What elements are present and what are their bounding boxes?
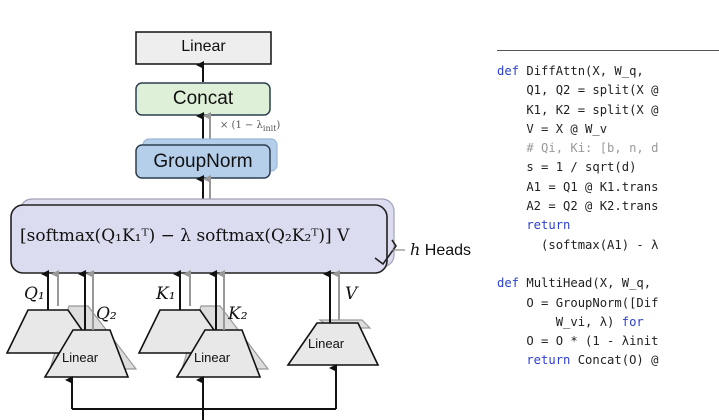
code-text: MultiHead(X, W_q, xyxy=(519,276,659,291)
pseudocode-block: def DiffAttn(X, W_q, Q1, Q2 = split(X @ … xyxy=(497,62,658,371)
code-text: O = GroupNorm([Dif xyxy=(497,295,659,310)
code-keyword: return xyxy=(497,353,571,368)
code-text: V = X @ W_v xyxy=(497,121,608,136)
code-text: (softmax(A1) - λ xyxy=(497,237,659,252)
code-text: K1, K2 = split(X @ xyxy=(497,102,659,117)
code-line: # Qi, Ki: [b, n, d xyxy=(497,139,658,158)
code-text: O = O * (1 - λinit xyxy=(497,334,659,349)
code-text: A2 = Q2 @ K2.trans xyxy=(497,199,659,214)
code-comment: # Qi, Ki: [b, n, d xyxy=(497,141,659,156)
code-line: def DiffAttn(X, W_q, xyxy=(497,62,658,81)
code-text: DiffAttn(X, W_q, xyxy=(519,64,652,78)
attention-formula: [softmax(Q₁K₁ᵀ) − λ softmax(Q₂K₂ᵀ)] V xyxy=(20,226,350,246)
code-line: K1, K2 = split(X @ xyxy=(497,101,658,120)
code-text: Q1, Q2 = split(X @ xyxy=(497,83,659,98)
code-line: s = 1 / sqrt(d) xyxy=(497,158,658,177)
code-line: V = X @ W_v xyxy=(497,120,658,139)
code-keyword: def xyxy=(497,276,520,291)
scale-annotation-sub: init xyxy=(262,124,277,133)
code-keyword: for xyxy=(621,314,644,329)
code-text: s = 1 / sqrt(d) xyxy=(497,160,637,175)
k1-label: K₁ xyxy=(156,284,176,304)
k-linear-label: Linear xyxy=(194,350,231,365)
scale-annotation-text: × (1 − λ xyxy=(220,120,263,131)
attention-box xyxy=(10,204,388,274)
code-line: (softmax(A1) - λ xyxy=(497,236,658,255)
groupnorm-label: GroupNorm xyxy=(153,151,253,172)
v-label: V xyxy=(345,284,358,304)
v-linear-label: Linear xyxy=(308,336,345,351)
output-linear-label: Linear xyxy=(181,38,226,55)
heads-brace xyxy=(374,239,397,266)
code-line: O = O * (1 - λinit xyxy=(497,332,658,351)
concat-label: Concat xyxy=(172,88,234,109)
code-line: return Concat(O) @ xyxy=(497,351,658,370)
heads-label: h Heads xyxy=(410,240,471,260)
q1-label: Q₁ xyxy=(24,284,45,304)
output-linear-box xyxy=(135,31,272,65)
code-line: W_vi, λ) for xyxy=(497,313,658,332)
code-line: A1 = Q1 @ K1.trans xyxy=(497,178,658,197)
diagram-canvas xyxy=(5,31,405,420)
scale-annotation-close: ) xyxy=(276,120,281,131)
code-text: A1 = Q1 @ K1.trans xyxy=(497,179,659,194)
q2-linear xyxy=(43,329,130,378)
v-linear xyxy=(286,322,380,366)
code-text: W_vi, λ) xyxy=(497,314,622,329)
code-text: Concat(O) @ xyxy=(570,353,659,368)
scale-annotation: × (1 − λinit) xyxy=(220,120,280,133)
code-keyword: return xyxy=(497,218,571,233)
heads-text: Heads xyxy=(424,242,472,259)
code-line: A2 = Q2 @ K2.trans xyxy=(497,197,658,216)
code-line: Q1, Q2 = split(X @ xyxy=(497,81,658,100)
q2-label: Q₂ xyxy=(96,304,117,324)
code-line: def MultiHead(X, W_q, xyxy=(497,274,658,293)
code-line: O = GroupNorm([Dif xyxy=(497,294,658,313)
diff-attention-diagram: Linear Concat GroupNorm × (1 − λinit) [s… xyxy=(5,31,471,420)
k2-linear xyxy=(175,329,262,378)
heads-var: h xyxy=(410,240,421,259)
code-top-rule xyxy=(497,50,719,51)
code-line xyxy=(497,255,658,274)
pseudocode-panel: def DiffAttn(X, W_q, Q1, Q2 = split(X @ … xyxy=(497,50,719,420)
q-linear-label: Linear xyxy=(62,350,99,365)
code-keyword: def xyxy=(497,64,520,78)
k2-label: K₂ xyxy=(228,304,248,324)
code-line: return xyxy=(497,216,658,235)
